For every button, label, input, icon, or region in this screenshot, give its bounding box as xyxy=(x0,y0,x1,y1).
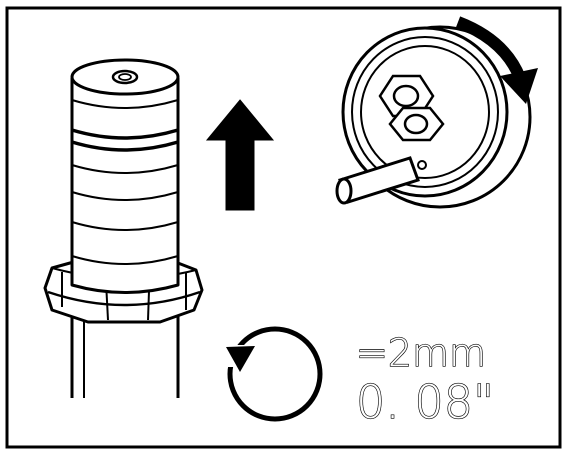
rotation-inches-label: 0. 08" xyxy=(356,375,494,429)
direction-arrow-up xyxy=(205,99,275,211)
adjusting-pin xyxy=(335,156,420,205)
hex-bolt xyxy=(378,74,445,142)
one-turn-circle-icon xyxy=(222,326,323,422)
rotation-equals-label: =2mm xyxy=(356,331,486,375)
figure-frame xyxy=(5,6,562,449)
strut-body xyxy=(43,58,204,398)
rotation-direction-arrow xyxy=(455,16,538,104)
